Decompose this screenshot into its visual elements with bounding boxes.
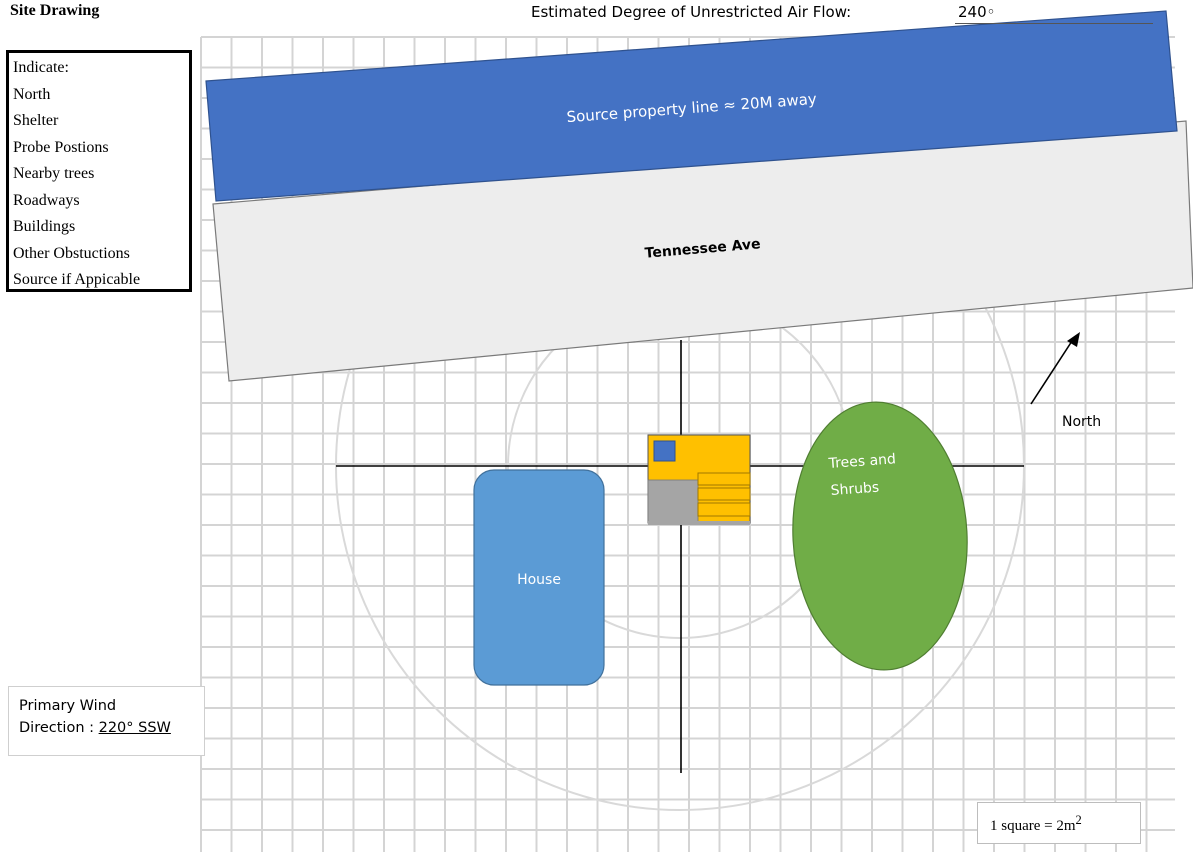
checklist-item: Shelter xyxy=(13,112,59,129)
page-title: Site Drawing xyxy=(10,2,100,19)
checklist-item: Probe Postions xyxy=(13,138,109,156)
scale-text: 1 square = 2m xyxy=(990,818,1076,834)
shelter-gray-block xyxy=(647,479,699,524)
shelter xyxy=(647,434,751,525)
north-label: North xyxy=(1062,414,1101,430)
checklist-heading: Indicate: xyxy=(13,59,69,76)
scale-box: 1 square = 2m2 xyxy=(977,802,1141,844)
property-line: Source property line ≈ 20M away xyxy=(205,10,1178,202)
shelter-step-2 xyxy=(697,487,751,501)
checklist-item: Buildings xyxy=(13,218,76,235)
shelter-step-1 xyxy=(697,472,751,486)
shelter-step-3 xyxy=(697,502,751,517)
scale-superscript: 2 xyxy=(1075,813,1082,827)
airflow-label: Estimated Degree of Unrestricted Air Flo… xyxy=(531,3,852,21)
house: House xyxy=(473,469,605,686)
checklist-item: Nearby trees xyxy=(13,165,95,182)
airflow-value: 240◦ xyxy=(958,3,996,21)
trees-label-line1: Trees and xyxy=(827,451,896,472)
wind-label-prefix: Direction : xyxy=(19,720,99,736)
north-arrow: North xyxy=(1030,332,1101,430)
checklist-item: North xyxy=(13,85,51,103)
wind-label-line2: Direction : 220° SSW xyxy=(19,717,194,739)
trees-label-line2: Shrubs xyxy=(830,480,880,499)
airflow-underline xyxy=(955,23,1153,24)
wind-direction-value: 220° SSW xyxy=(98,720,171,736)
checklist-item: Source if Appicable xyxy=(13,271,141,288)
probe-marker xyxy=(653,440,676,462)
primary-wind-box: Primary Wind Direction : 220° SSW xyxy=(8,686,205,756)
house-label: House xyxy=(517,572,561,588)
wind-label-line1: Primary Wind xyxy=(19,698,117,714)
trees-and-shrubs: Trees and Shrubs xyxy=(792,401,968,671)
checklist-item: Roadways xyxy=(13,191,80,209)
indicate-checklist: Indicate: North Shelter Probe Postions N… xyxy=(6,50,192,292)
checklist-item: Other Obstuctions xyxy=(13,244,130,262)
